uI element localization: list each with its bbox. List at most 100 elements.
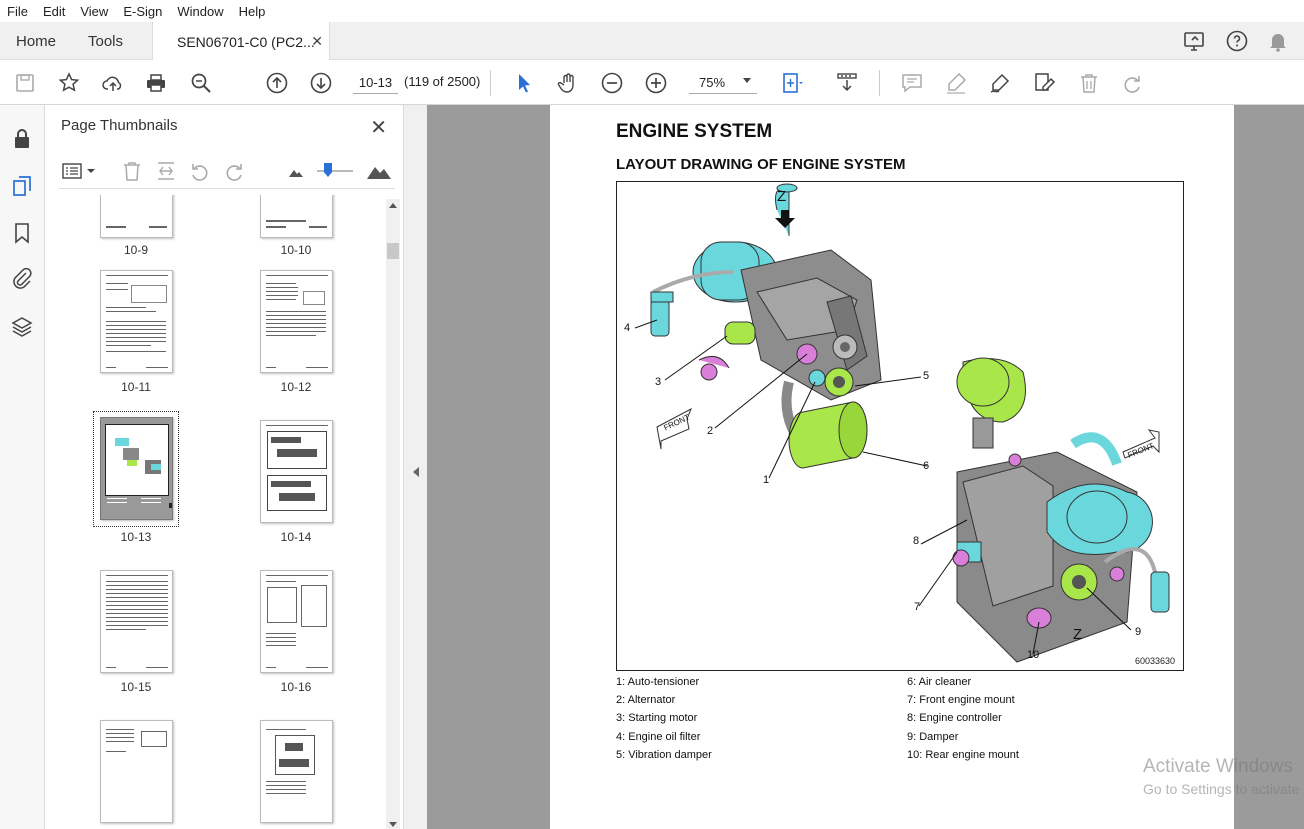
page-count: (119 of 2500): [404, 74, 481, 89]
thumbnail-scrollbar[interactable]: [386, 199, 400, 829]
toolbar-divider: [490, 70, 491, 96]
engine-illustration: [634, 183, 1170, 663]
thumbnail-label: 10-9: [123, 243, 149, 257]
lock-icon[interactable]: [10, 127, 34, 151]
thumbnail-page[interactable]: [260, 570, 333, 673]
menu-view[interactable]: View: [80, 3, 109, 19]
thumbnail-label: 10-10: [280, 243, 312, 257]
thumbnail-page[interactable]: [260, 195, 333, 238]
menu-file[interactable]: File: [7, 3, 28, 19]
tab-home[interactable]: Home: [16, 32, 57, 50]
hand-tool-icon[interactable]: [555, 70, 581, 96]
zoom-level-dropdown[interactable]: 75%: [689, 72, 757, 94]
callout-9: 9: [1135, 626, 1142, 638]
legend-item: 3: Starting motor: [616, 712, 698, 724]
callout-5: 5: [923, 370, 930, 382]
help-icon[interactable]: [1225, 29, 1249, 58]
notifications-bell-icon[interactable]: [1266, 29, 1290, 58]
scrolling-mode-icon[interactable]: [834, 70, 860, 96]
select-cursor-icon[interactable]: [511, 70, 537, 96]
previous-page-icon[interactable]: [264, 70, 290, 96]
thumbnail-page[interactable]: [100, 570, 173, 673]
document-page: ENGINE SYSTEM LAYOUT DRAWING OF ENGINE S…: [550, 105, 1234, 829]
search-zoom-icon[interactable]: [188, 70, 214, 96]
extract-pages-icon[interactable]: [154, 159, 178, 188]
comment-icon[interactable]: [899, 70, 925, 96]
thumbnail-page[interactable]: [100, 195, 173, 238]
collapse-panel-handle[interactable]: [404, 105, 427, 829]
menu-edit[interactable]: Edit: [42, 3, 66, 19]
main-toolbar: 10-13 (119 of 2500) 75%: [0, 60, 1304, 105]
thumbnail-page[interactable]: [260, 420, 333, 523]
zoom-in-icon[interactable]: [643, 70, 669, 96]
legend-item: 7: Front engine mount: [907, 694, 1015, 706]
thumbnail-page[interactable]: [260, 720, 333, 823]
next-page-icon[interactable]: [308, 70, 334, 96]
rotate-right-icon[interactable]: [222, 159, 246, 188]
callout-7: 7: [914, 601, 921, 613]
thumbnail-toolbar: [59, 153, 395, 189]
draw-sign-icon[interactable]: [987, 70, 1013, 96]
page-thumbnails-icon[interactable]: [10, 174, 34, 198]
thumbnail-size-slider-handle[interactable]: [324, 163, 332, 177]
menu-bar: File Edit View E-Sign Window Help: [0, 0, 1304, 22]
thumbnail-label: 10-14: [280, 530, 312, 544]
tab-bar: Home Tools SEN06701-C0 (PC2... ✕: [0, 22, 1304, 61]
document-viewer[interactable]: ENGINE SYSTEM LAYOUT DRAWING OF ENGINE S…: [427, 105, 1304, 829]
page-heading: ENGINE SYSTEM: [616, 121, 773, 142]
redo-icon[interactable]: [1119, 70, 1145, 96]
panel-title: Page Thumbnails: [61, 117, 178, 134]
thumbnail-size-slider[interactable]: [317, 170, 353, 172]
legend-item: 1: Auto-tensioner: [616, 676, 700, 688]
thumbnail-options-icon[interactable]: [61, 159, 97, 188]
tab-document[interactable]: SEN06701-C0 (PC2... ✕: [152, 22, 330, 61]
bookmark-star-icon[interactable]: [56, 70, 82, 96]
delete-pages-icon[interactable]: [120, 159, 144, 188]
thumbnail-page-selected[interactable]: [100, 417, 173, 520]
callout-6: 6: [923, 460, 930, 472]
chevron-down-icon: [743, 78, 751, 83]
upload-cloud-icon[interactable]: [100, 70, 126, 96]
callout-8: 8: [913, 535, 920, 547]
thumbnail-scrollbar-thumb[interactable]: [387, 243, 399, 259]
print-icon[interactable]: [143, 70, 169, 96]
save-icon[interactable]: [12, 70, 38, 96]
legend-item: 2: Alternator: [616, 694, 676, 706]
close-panel-icon[interactable]: ✕: [370, 117, 387, 139]
thumbnail-page[interactable]: [100, 720, 173, 823]
page-number-input[interactable]: 10-13: [353, 72, 398, 94]
small-thumbnail-mountain-icon[interactable]: [288, 163, 304, 184]
fit-page-icon[interactable]: [779, 70, 805, 96]
legend-item: 6: Air cleaner: [907, 676, 972, 688]
page-subheading: LAYOUT DRAWING OF ENGINE SYSTEM: [616, 156, 906, 173]
edit-pdf-icon[interactable]: [1031, 70, 1057, 96]
tab-tools[interactable]: Tools: [88, 32, 124, 50]
share-screen-icon[interactable]: [1183, 29, 1207, 58]
highlight-pen-icon[interactable]: [943, 70, 969, 96]
callout-10: 10: [1027, 649, 1040, 661]
delete-icon[interactable]: [1076, 70, 1102, 96]
legend-item: 4: Engine oil filter: [616, 731, 701, 743]
layers-icon[interactable]: [10, 315, 34, 339]
legend-item: 8: Engine controller: [907, 712, 1002, 724]
rotate-left-icon[interactable]: [188, 159, 212, 188]
attachments-paperclip-icon[interactable]: [10, 267, 34, 291]
thumbnail-label: 10-15: [120, 680, 152, 694]
zoom-out-icon[interactable]: [599, 70, 625, 96]
thumbnail-selection-frame: [93, 411, 179, 527]
menu-window[interactable]: Window: [177, 3, 224, 19]
scroll-up-arrow-icon[interactable]: [389, 203, 397, 208]
scroll-down-arrow-icon[interactable]: [389, 822, 397, 827]
thumbnail-page[interactable]: [260, 270, 333, 373]
thumbnail-page[interactable]: [100, 270, 173, 373]
zoom-level-value: 75%: [699, 75, 726, 90]
menu-help[interactable]: Help: [238, 3, 266, 19]
menu-esign[interactable]: E-Sign: [123, 3, 163, 19]
page-thumbnails-panel: Page Thumbnails ✕ 10-9 10-10: [45, 105, 404, 829]
large-thumbnail-mountain-icon[interactable]: [366, 159, 392, 186]
close-tab-icon[interactable]: ✕: [311, 33, 323, 49]
left-navigation-rail: [0, 105, 45, 829]
figure-id: 60033630: [1134, 656, 1175, 666]
bookmarks-icon[interactable]: [10, 221, 34, 245]
thumbnail-label: 10-13: [120, 530, 152, 544]
